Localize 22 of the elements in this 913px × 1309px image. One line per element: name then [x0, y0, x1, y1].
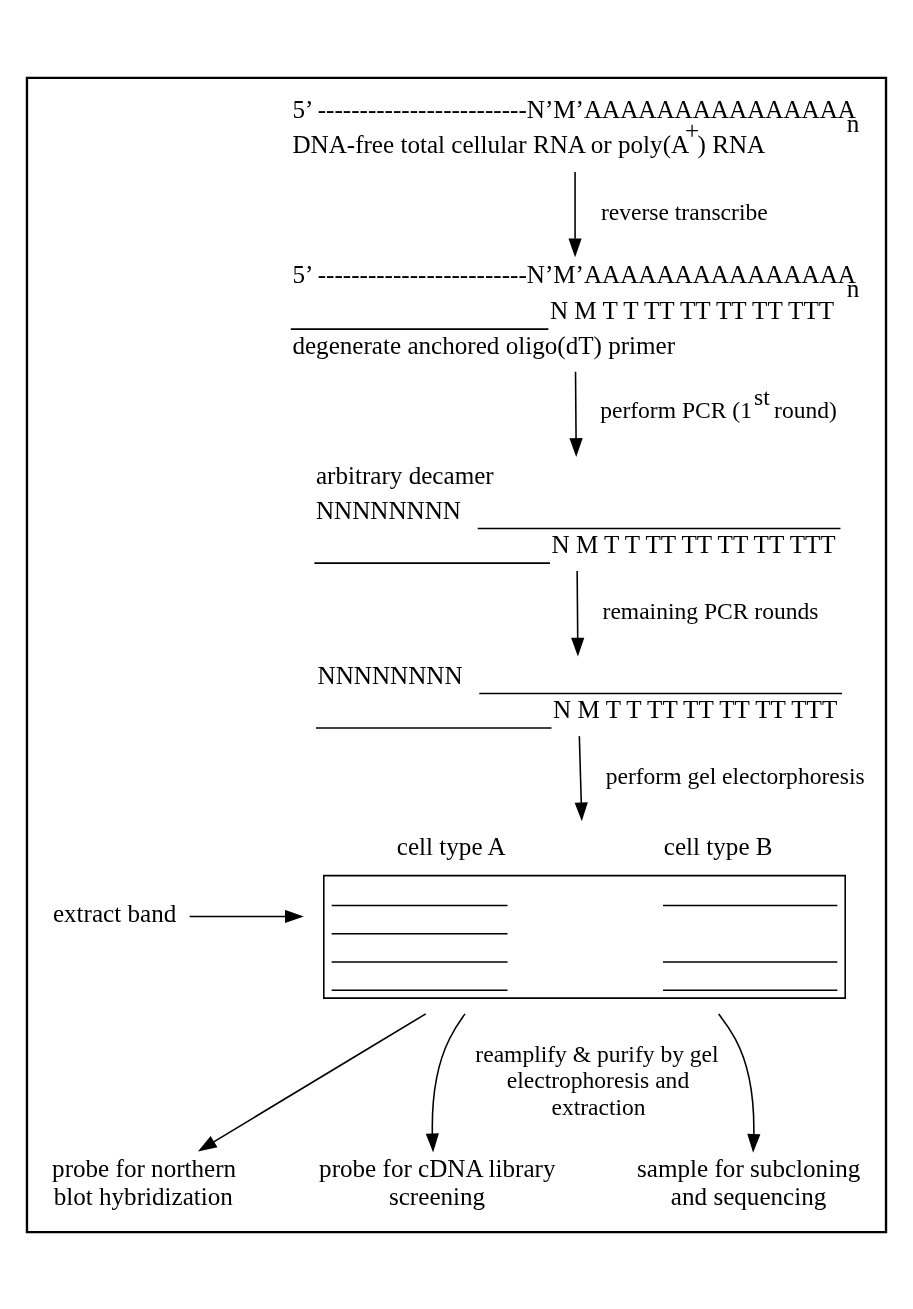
arrow — [197, 1012, 427, 1151]
edge-label: remaining PCR rounds — [602, 597, 819, 624]
arrow — [568, 170, 582, 257]
node-text: probe for cDNA library screening — [319, 1154, 556, 1210]
node-text: NNNNNNNN N M T T TT TT TT TT TTT — [317, 661, 838, 723]
node-text: arbitrary decamer NNNNNNNN N M T T TT TT TT TT TTT — [315, 461, 836, 558]
node-box — [323, 874, 846, 999]
cluster — [25, 76, 888, 1233]
node-label: cell type A — [396, 832, 506, 860]
edge-label: reamplify & purify by gel electrophoresis and extraction — [475, 1040, 719, 1120]
arrow — [717, 1012, 761, 1153]
arrow — [571, 569, 585, 657]
arrow — [569, 370, 583, 457]
edge-label: reverse transcribe — [600, 198, 768, 225]
arrow — [574, 734, 588, 821]
arrow — [425, 1012, 466, 1152]
node-label: cell type B — [663, 832, 773, 860]
arrow — [188, 909, 304, 923]
edge-label: perform gel electorphoresis — [605, 762, 865, 789]
node-text: sample for subcloning and sequencing — [637, 1154, 861, 1210]
node-text: probe for northern blot hybridization — [52, 1154, 237, 1210]
node-text: extract band — [52, 899, 177, 927]
